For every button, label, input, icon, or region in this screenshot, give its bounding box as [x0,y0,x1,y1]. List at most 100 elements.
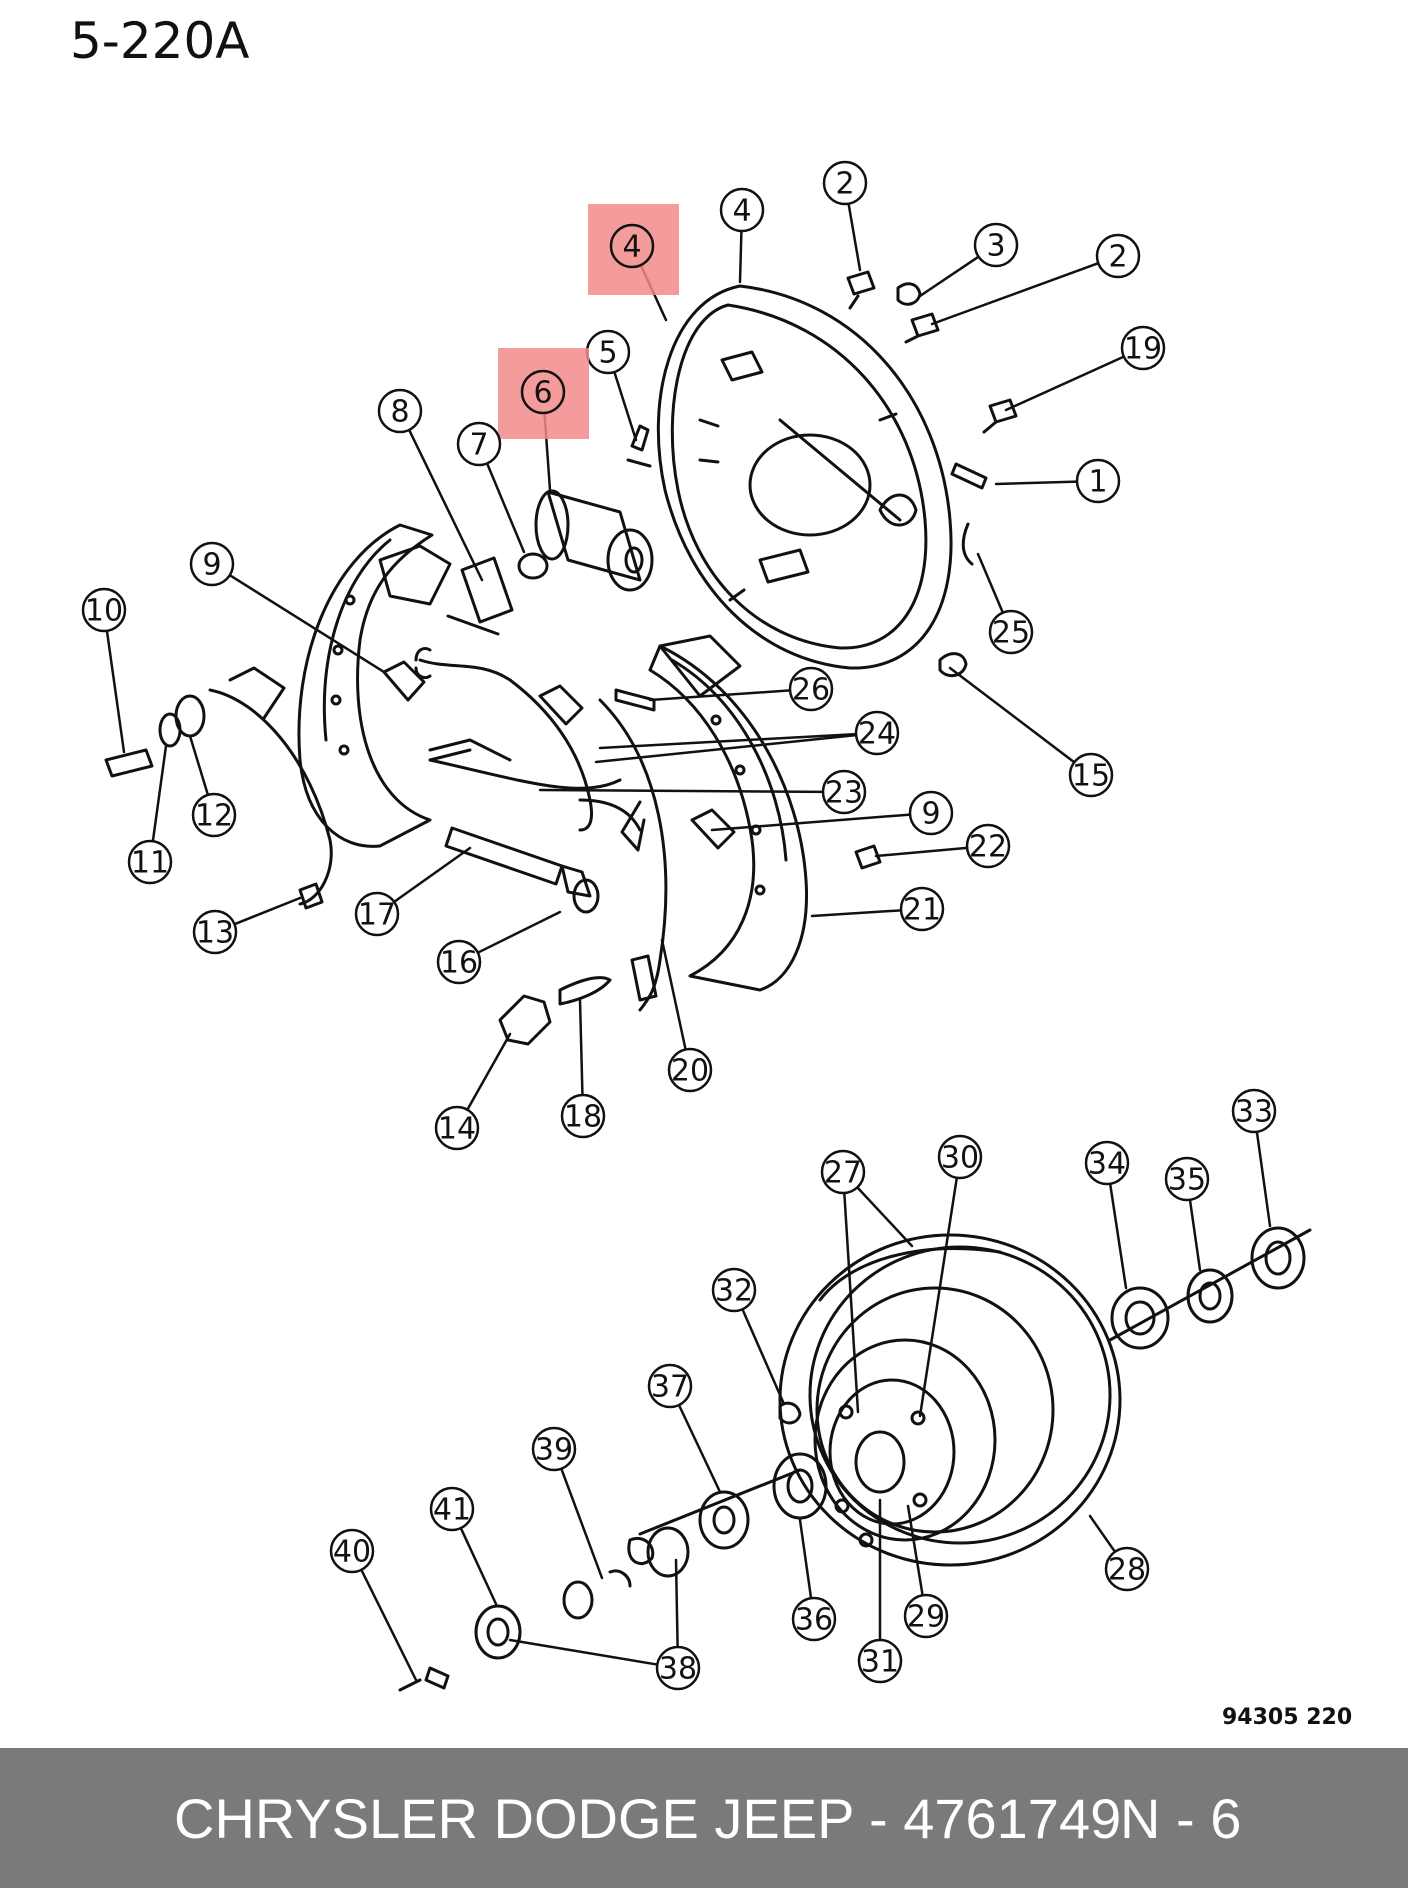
callout-circle-36 [791,1596,837,1642]
callout-circle-18 [560,1093,606,1139]
leader-line-24 [594,733,858,764]
leader-line-38 [508,1638,659,1666]
callout-number-4: 4 [732,194,751,229]
callout-6: 6 [498,348,589,439]
callout-circle-41 [429,1486,475,1532]
bolts-nuts-part [846,270,1018,678]
callout-9: 9 [189,541,235,587]
callout-circle-24 [854,710,900,756]
callout-number-28: 28 [1108,1553,1146,1588]
callout-circle-39 [531,1426,577,1472]
exploded-brake-drawing: 2432456198719102526241512239112217211316… [81,160,1352,1730]
callout-9: 9 [908,790,954,836]
callout-38: 38 [655,1645,701,1691]
callout-39: 39 [531,1426,577,1472]
callout-number-19: 19 [1124,332,1162,367]
callout-number-2: 2 [835,167,854,202]
leader-line-25 [976,552,1005,614]
callout-circle-2 [822,160,868,206]
callout-24: 24 [854,710,900,756]
callout-number-34: 34 [1088,1147,1126,1182]
callout-number-25: 25 [992,616,1030,651]
callout-1: 1 [1075,458,1121,504]
callout-number-9: 9 [921,797,940,832]
leader-line-18 [578,998,584,1097]
callout-circle-30 [937,1134,983,1180]
leader-line-40 [360,1568,418,1682]
callout-5: 5 [585,329,631,375]
callout-circle-15 [1068,752,1114,798]
callout-number-3: 3 [986,229,1005,264]
callout-12: 12 [191,792,237,838]
return-springs-part [382,646,736,850]
callout-14: 14 [434,1105,480,1151]
leader-line-23 [538,788,825,794]
callout-7: 7 [456,421,502,467]
callout-circle-2 [1095,233,1141,279]
callout-circle-1 [1075,458,1121,504]
callout-2: 2 [1095,233,1141,279]
callout-34: 34 [1084,1140,1130,1186]
leader-line-8 [407,428,484,582]
leader-line-5 [613,370,638,442]
leader-line-10 [105,629,126,754]
leader-line-38 [674,1558,679,1649]
callout-16: 16 [436,939,482,985]
callout-number-38: 38 [659,1652,697,1687]
bleeder-screw-part [626,424,652,468]
callout-8: 8 [377,388,423,434]
callout-number-26: 26 [792,673,830,708]
footer-position: N - 6 [1120,1787,1242,1850]
callout-circle-25 [988,609,1034,655]
callout-number-31: 31 [861,1645,899,1680]
callout-number-23: 23 [825,776,863,811]
leader-line-13 [233,896,302,926]
callout-30: 30 [937,1134,983,1180]
callout-circle-23 [821,769,867,815]
callout-number-36: 36 [795,1603,833,1638]
callout-number-17: 17 [358,898,396,933]
brake-drum-part [778,1233,1122,1567]
callout-circle-33 [1231,1088,1277,1134]
callout-number-13: 13 [196,916,234,951]
leader-line-1 [994,480,1079,486]
right-brake-shoe-part [648,634,809,992]
callout-number-7: 7 [469,428,488,463]
callout-circle-28 [1104,1546,1150,1592]
leader-line-29 [906,1504,924,1597]
callout-19: 19 [1120,325,1166,371]
callout-35: 35 [1164,1156,1210,1202]
callout-number-33: 33 [1235,1095,1273,1130]
callout-circle-4 [719,187,765,233]
leader-line-37 [677,1403,722,1494]
callout-number-18: 18 [564,1100,602,1135]
callout-circle-11 [127,839,173,885]
callout-circle-14 [434,1105,480,1151]
leader-line-9 [228,573,386,674]
highlight-box-4 [588,204,679,295]
callout-circle-22 [965,823,1011,869]
callout-circle-9 [189,541,235,587]
callout-number-41: 41 [433,1493,471,1528]
leader-line-33 [1255,1130,1272,1228]
callout-number-12: 12 [195,799,233,834]
leader-line-26 [648,689,792,702]
callout-number-8: 8 [390,395,409,430]
callout-11: 11 [127,839,173,885]
leader-line-27 [843,1191,860,1414]
callout-circle-27 [820,1149,866,1195]
callout-29: 29 [903,1593,949,1639]
leader-line-35 [1188,1198,1202,1272]
callout-circle-35 [1164,1156,1210,1202]
callout-20: 20 [667,1047,713,1093]
leader-line-19 [1004,355,1126,412]
callout-circle-38 [655,1645,701,1691]
callout-number-22: 22 [969,830,1007,865]
callout-36: 36 [791,1596,837,1642]
callout-31: 31 [857,1638,903,1684]
callout-number-1: 1 [1088,465,1107,500]
callout-41: 41 [429,1486,475,1532]
adjuster-screw-part [444,826,600,914]
callout-circle-26 [788,666,834,712]
